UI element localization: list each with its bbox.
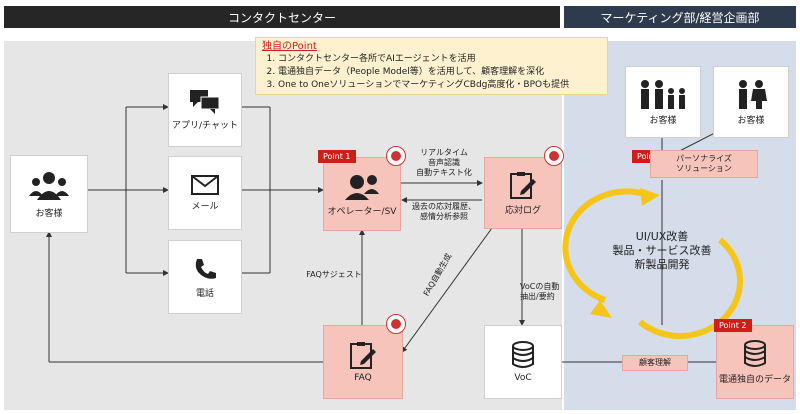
customer-family-label: お客様	[649, 115, 677, 126]
cycle-arrow-left	[562, 188, 649, 303]
personalize-label-2: ソリューション	[676, 164, 732, 173]
database-icon	[512, 341, 534, 368]
customer-couple-label: お客様	[737, 115, 765, 126]
mail-node: メール	[168, 156, 242, 230]
personalize-label-1: パーソナライズ	[676, 154, 732, 163]
phone-node: 電話	[168, 240, 242, 314]
ai-brain-icon	[386, 146, 406, 166]
note-title: 独自のPoint	[262, 41, 317, 52]
note-item: 電通独自データ（People Model等）を活用して、顧客理解を深化	[278, 66, 601, 79]
cycle-arrow-right	[638, 237, 743, 340]
response-log-label: 応対ログ	[504, 205, 541, 216]
mail-icon	[191, 174, 219, 195]
dentsu-data-label: 電通独自のデータ	[718, 374, 791, 385]
voc-extract-label: VoCの自動 抽出/要約	[520, 282, 560, 301]
customer-couple-node: お客様	[713, 66, 789, 138]
app-chat-label: アプリ/チャット	[172, 120, 238, 131]
operator-headset-icon	[345, 174, 379, 200]
faq-suggest-label: FAQサジェスト	[306, 270, 362, 279]
contact-center-panel	[4, 41, 562, 410]
chat-icon	[190, 89, 220, 114]
phone-icon	[195, 258, 216, 279]
customer-label: お客様	[35, 208, 63, 219]
app-chat-node: アプリ/チャット	[168, 73, 242, 147]
faq-label: FAQ	[354, 373, 372, 383]
note-item: One to OneソリューションでマーケティングCBdg高度化・BPOも提供	[278, 79, 601, 92]
note-item: コンタクトセンター各所でAIエージェントを活用	[278, 53, 601, 66]
ai-brain-icon	[544, 146, 564, 166]
contact-center-header: コンタクトセンター	[4, 6, 560, 28]
faq-node: FAQ	[323, 325, 403, 399]
dentsu-data-node: 電通独自のデータ	[716, 325, 794, 399]
marketing-header: マーケティング部/経営企画部	[564, 6, 796, 28]
voc-node: VoC	[484, 325, 562, 399]
ai-brain-icon	[386, 314, 406, 334]
operator-label: オペレーター/SV	[327, 206, 397, 217]
clipboard-edit-icon	[350, 342, 376, 369]
customer-family-node: お客様	[625, 66, 701, 138]
response-log-node: 応対ログ	[484, 157, 562, 229]
operator-node: オペレーター/SV	[323, 157, 401, 231]
unique-points-note: 独自のPoint コンタクトセンター各所でAIエージェントを活用 電通独自データ…	[255, 37, 608, 95]
point1-tag: Point 1	[318, 150, 356, 163]
customer-understanding-pill: 顧客理解	[622, 355, 688, 371]
point2-tag: Point 2	[714, 319, 752, 332]
mail-label: メール	[191, 201, 219, 212]
clipboard-edit-icon	[510, 171, 536, 199]
customer-node: お客様	[10, 155, 88, 233]
database-icon	[744, 339, 766, 367]
cycle-text: UI/UX改善 製品・サービス改善 新製品開発	[612, 230, 712, 271]
couple-icon	[739, 79, 767, 109]
phone-label: 電話	[195, 288, 214, 299]
people-icon	[29, 171, 69, 200]
past-history-label: 過去の応対履歴、 感情分析参照	[412, 202, 476, 221]
realtime-label: リアルタイム 音声認識 自動テキスト化	[416, 148, 472, 177]
family-icon	[641, 79, 685, 109]
personalize-solution-pill: パーソナライズ ソリューション	[650, 150, 758, 178]
voc-label: VoC	[514, 373, 532, 383]
